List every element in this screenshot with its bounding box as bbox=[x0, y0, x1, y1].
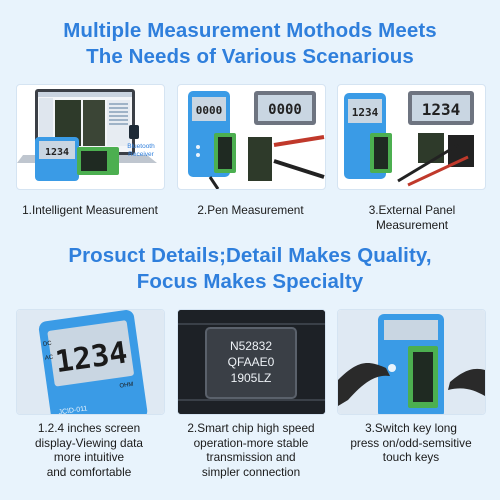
switch-key-illustration bbox=[338, 310, 485, 414]
meter-lcd-value: 1234 bbox=[45, 147, 69, 158]
pen-measurement-illustration: 0000 0000 bbox=[188, 91, 325, 189]
gloved-hand-right bbox=[448, 368, 485, 396]
meter-lcd-value: 0000 bbox=[196, 104, 223, 117]
panel-chip-detail: N52832 QFAAE0 1905LZ bbox=[177, 309, 326, 415]
caption-pen-measurement: 2.Pen Measurement bbox=[197, 203, 304, 217]
zoom-lcd bbox=[412, 95, 470, 121]
caption-external-measurement: 3.External Panel Measurement bbox=[368, 203, 456, 232]
section-2-title: Prosuct Details;Detail Makes Quality, Fo… bbox=[0, 243, 500, 295]
meter-lcd bbox=[47, 320, 134, 387]
meter-lcd bbox=[384, 320, 438, 340]
caption-intelligent-measurement: 1.Intelligent Measurement bbox=[22, 203, 158, 217]
panel-pen-measurement: 0000 0000 bbox=[177, 84, 326, 190]
meter-lcd bbox=[348, 99, 382, 123]
bluetooth-label-line-1: Bluetooth bbox=[127, 143, 155, 150]
phone-board bbox=[248, 137, 272, 181]
section-1-title: Multiple Measurement Mothods Meets The N… bbox=[0, 18, 500, 70]
meter-lcd bbox=[39, 141, 75, 159]
meter-lcd bbox=[192, 97, 226, 121]
bluetooth-receiver-icon bbox=[129, 125, 139, 139]
chip-text-line-2: QFAAE0 bbox=[228, 355, 275, 369]
panel-switch-key-detail bbox=[337, 309, 486, 415]
external-panel-illustration: 1234 1234 bbox=[344, 91, 474, 187]
probe-cable bbox=[397, 143, 459, 183]
touch-key-icon bbox=[388, 364, 396, 372]
section-2-title-line-1: Prosuct Details;Detail Makes Quality, bbox=[68, 244, 432, 267]
caption-switch-key-detail: 3.Switch key long press on/odd-semsitive… bbox=[350, 421, 472, 464]
black-probe bbox=[273, 159, 325, 179]
screen-detail-illustration: 1234 DC AC OHM JCID-011 bbox=[17, 310, 164, 414]
chip-text-line-1: N52832 bbox=[230, 339, 272, 353]
chip-body bbox=[205, 327, 297, 399]
panel-intelligent-measurement: 1234 Bluetooth Receiver bbox=[16, 84, 165, 190]
zoom-lcd bbox=[258, 95, 312, 121]
section-2-title-line-2: Focus Makes Specialty bbox=[136, 270, 364, 293]
label-ohm: OHM bbox=[119, 382, 134, 390]
chip-detail-illustration: N52832 QFAAE0 1905LZ bbox=[178, 310, 325, 414]
label-ac: AC bbox=[45, 355, 55, 362]
bluetooth-label-line-2: Receiver bbox=[128, 151, 154, 158]
gloved-hand-left bbox=[338, 363, 390, 406]
meter-lcd-value: 1234 bbox=[352, 106, 379, 119]
label-dc: DC bbox=[43, 341, 53, 348]
caption-chip-detail: 2.Smart chip high speed operation-more s… bbox=[187, 421, 315, 479]
panel-screen-detail: 1234 DC AC OHM JCID-011 bbox=[16, 309, 165, 415]
caption-screen-detail: 1.2.4 inches screen display-Viewing data… bbox=[35, 421, 143, 479]
external-panel-board bbox=[418, 133, 444, 163]
section-1-title-line-2: The Needs of Various Scenarious bbox=[86, 45, 414, 68]
panel-external-measurement: 1234 1234 bbox=[337, 84, 486, 190]
chip-text-line-3: 1905LZ bbox=[231, 371, 272, 385]
device-model-label: JCID-011 bbox=[58, 405, 88, 414]
zoom-lcd-value: 1234 bbox=[422, 100, 461, 119]
section-1-title-line-1: Multiple Measurement Mothods Meets bbox=[63, 19, 437, 42]
laptop-device-illustration: 1234 Bluetooth Receiver bbox=[17, 89, 157, 181]
red-probe bbox=[273, 135, 325, 147]
zoom-lcd-value: 0000 bbox=[268, 102, 302, 118]
